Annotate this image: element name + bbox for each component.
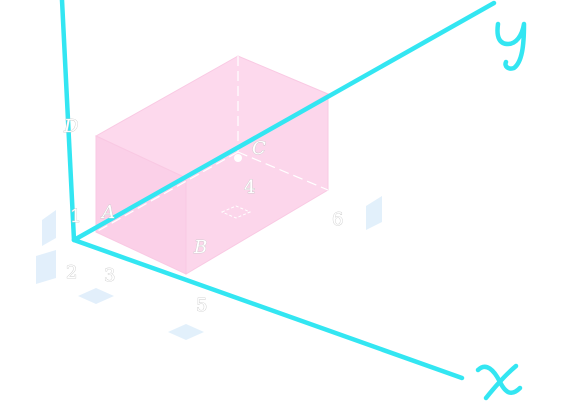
x-axis	[71, 237, 465, 381]
decorative-tiles	[36, 196, 382, 340]
hidden-edge-left	[95, 151, 239, 233]
vertex-label-c: C	[252, 138, 266, 159]
number-label-1: 1	[70, 206, 81, 227]
z-axis	[59, 0, 77, 243]
tile-floor-1	[78, 288, 114, 304]
vertex-label-d: D	[63, 116, 79, 137]
number-label-4: 4	[244, 177, 255, 198]
number-label-2: 2	[66, 262, 77, 283]
number-label-5: 5	[196, 295, 207, 316]
point-c	[234, 154, 242, 162]
number-label-6: 6	[332, 209, 343, 230]
cuboid	[94, 55, 330, 275]
axis-labels	[475, 21, 527, 401]
tile-left-upper	[42, 210, 56, 246]
tile-floor-2	[168, 324, 204, 340]
tile-right	[366, 196, 382, 230]
y-axis-label	[495, 21, 527, 71]
hidden-edge-right	[237, 151, 329, 191]
vertex-label-a: A	[100, 202, 115, 223]
tile-left-lower	[36, 250, 56, 284]
number-label-3: 3	[104, 265, 115, 286]
y-axis	[71, 0, 497, 243]
x-axis-label	[475, 363, 523, 401]
vertex-label-b: B	[193, 237, 207, 258]
axes	[59, 0, 497, 381]
floor-marker	[220, 205, 252, 219]
